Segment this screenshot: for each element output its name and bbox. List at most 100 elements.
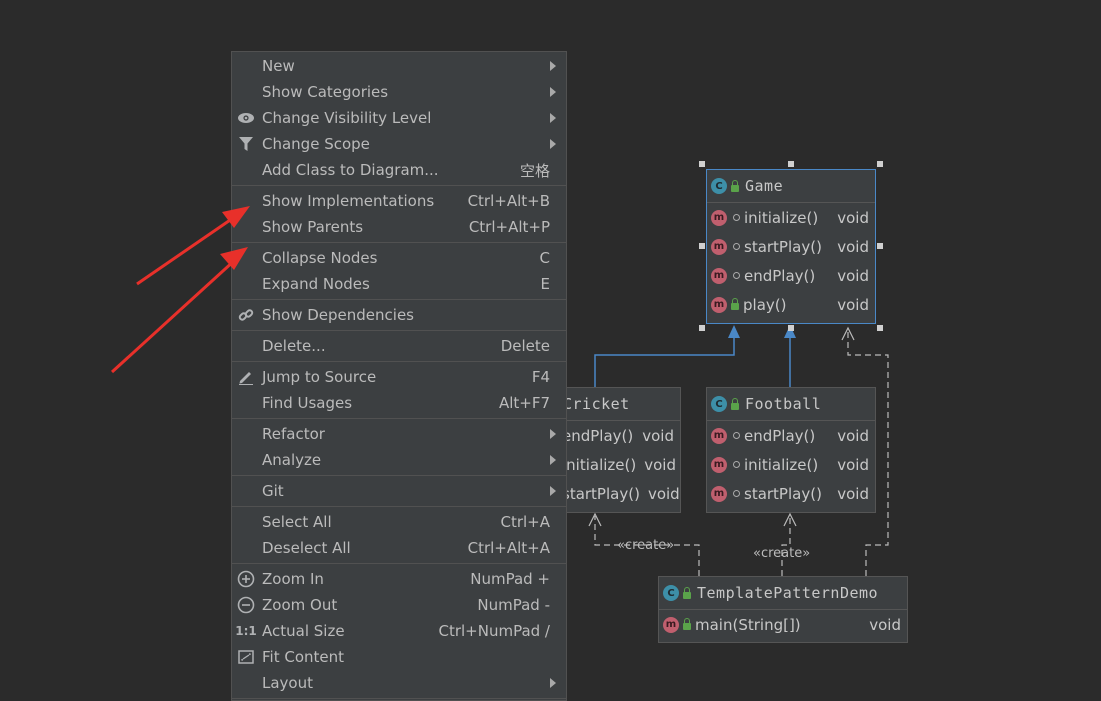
- method-name: initialize(): [562, 455, 637, 474]
- menu-item-change-scope[interactable]: Change Scope: [232, 131, 566, 157]
- method-name: main(String[]): [695, 615, 801, 634]
- resize-handle[interactable]: [788, 325, 794, 331]
- menu-separator: [232, 330, 566, 331]
- class-node-football[interactable]: C Football m endPlay() void m initialize…: [706, 387, 876, 513]
- method-type: void: [837, 426, 869, 445]
- menu-item-expand-nodes[interactable]: Expand Nodes E: [232, 271, 566, 297]
- method-type: void: [644, 455, 676, 474]
- menu-item-find-usages[interactable]: Find Usages Alt+F7: [232, 390, 566, 416]
- method-row[interactable]: m startPlay() void: [707, 479, 875, 508]
- menu-item-new[interactable]: New: [232, 53, 566, 79]
- menu-item-label: Show Parents: [262, 218, 364, 236]
- menu-item-add-class-to-diagram[interactable]: Add Class to Diagram... 空格: [232, 157, 566, 183]
- method-row[interactable]: m endPlay() void: [707, 261, 875, 290]
- class-name: Cricket: [563, 395, 630, 413]
- method-row[interactable]: m main(String[]) void: [659, 610, 907, 639]
- menu-separator: [232, 299, 566, 300]
- method-name: startPlay(): [562, 484, 640, 503]
- cricket-inheritance-line: [594, 337, 735, 387]
- menu-item-label: Show Dependencies: [262, 306, 414, 324]
- menu-item-show-implementations[interactable]: Show Implementations Ctrl+Alt+B: [232, 188, 566, 214]
- menu-item-label: Select All: [262, 513, 332, 531]
- menu-item-shortcut: Ctrl+Alt+P: [468, 218, 550, 236]
- menu-item-label: Refactor: [262, 425, 325, 443]
- menu-item-collapse-nodes[interactable]: Collapse Nodes C: [232, 245, 566, 271]
- class-node-game[interactable]: C Game m initialize() void m startPlay()…: [706, 169, 876, 324]
- menu-item-actual-size[interactable]: 1:1 Actual Size Ctrl+NumPad /: [232, 618, 566, 644]
- method-row[interactable]: m startPlay() void: [707, 232, 875, 261]
- class-icon: C: [663, 585, 679, 601]
- menu-item-label: Expand Nodes: [262, 275, 370, 293]
- package-visibility-icon: [733, 461, 740, 468]
- zoom-out-icon: [237, 596, 255, 614]
- menu-item-analyze[interactable]: Analyze: [232, 447, 566, 473]
- method-icon: m: [711, 456, 727, 473]
- menu-item-layout[interactable]: Layout: [232, 670, 566, 696]
- menu-separator: [232, 698, 566, 699]
- menu-item-label: Add Class to Diagram...: [262, 161, 439, 179]
- menu-item-change-visibility-level[interactable]: Change Visibility Level: [232, 105, 566, 131]
- submenu-arrow-icon: [550, 429, 556, 439]
- class-header: C Football: [707, 388, 875, 421]
- resize-handle[interactable]: [699, 243, 705, 249]
- resize-handle[interactable]: [877, 161, 883, 167]
- method-type: void: [837, 295, 869, 314]
- menu-item-label: Actual Size: [262, 622, 345, 640]
- menu-item-deselect-all[interactable]: Deselect All Ctrl+Alt+A: [232, 535, 566, 561]
- menu-item-label: Layout: [262, 674, 313, 692]
- filter-icon: [237, 135, 255, 153]
- menu-item-label: Git: [262, 482, 284, 500]
- package-visibility-icon: [733, 272, 740, 279]
- menu-item-show-dependencies[interactable]: Show Dependencies: [232, 302, 566, 328]
- menu-item-shortcut: NumPad +: [470, 570, 550, 588]
- class-header: C Game: [707, 170, 875, 203]
- demo-game-dependency-line: [847, 328, 889, 576]
- menu-item-shortcut: Ctrl+Alt+A: [467, 539, 550, 557]
- method-type: void: [869, 615, 901, 634]
- method-name: startPlay(): [744, 484, 822, 503]
- resize-handle[interactable]: [699, 161, 705, 167]
- method-name: play(): [743, 295, 787, 314]
- menu-separator: [232, 418, 566, 419]
- method-row[interactable]: m endPlay() void: [707, 421, 875, 450]
- method-name: initialize(): [744, 455, 819, 474]
- method-name: endPlay(): [744, 266, 816, 285]
- menu-item-select-all[interactable]: Select All Ctrl+A: [232, 509, 566, 535]
- resize-handle[interactable]: [699, 325, 705, 331]
- create-label: «create»: [617, 538, 675, 553]
- menu-item-delete[interactable]: Delete... Delete: [232, 333, 566, 359]
- menu-item-refactor[interactable]: Refactor: [232, 421, 566, 447]
- method-type: void: [642, 426, 674, 445]
- menu-item-fit-content[interactable]: Fit Content: [232, 644, 566, 670]
- demo-football-dependency-arrowhead: [783, 512, 797, 527]
- method-type: void: [647, 484, 680, 503]
- menu-separator: [232, 185, 566, 186]
- menu-item-jump-to-source[interactable]: Jump to Source F4: [232, 364, 566, 390]
- actual-size-icon: 1:1: [235, 624, 257, 638]
- public-lock-icon: [683, 618, 691, 630]
- resize-handle[interactable]: [788, 161, 794, 167]
- method-name: initialize(): [744, 208, 819, 227]
- menu-item-shortcut: Ctrl+A: [500, 513, 550, 531]
- method-type: void: [837, 455, 869, 474]
- menu-item-zoom-out[interactable]: Zoom Out NumPad -: [232, 592, 566, 618]
- demo-cricket-dependency-line: [594, 516, 700, 576]
- menu-item-zoom-in[interactable]: Zoom In NumPad +: [232, 566, 566, 592]
- method-row[interactable]: m initialize() void: [707, 203, 875, 232]
- submenu-arrow-icon: [550, 455, 556, 465]
- resize-handle[interactable]: [877, 325, 883, 331]
- class-header: C TemplatePatternDemo: [659, 577, 907, 610]
- method-name: endPlay(): [744, 426, 816, 445]
- resize-handle[interactable]: [877, 243, 883, 249]
- menu-item-git[interactable]: Git: [232, 478, 566, 504]
- method-icon: m: [711, 296, 727, 313]
- menu-item-label: Analyze: [262, 451, 322, 469]
- method-row[interactable]: m play() void: [707, 290, 875, 319]
- menu-item-show-parents[interactable]: Show Parents Ctrl+Alt+P: [232, 214, 566, 240]
- method-row[interactable]: m initialize() void: [707, 450, 875, 479]
- method-icon: m: [711, 209, 727, 226]
- public-lock-icon: [731, 298, 739, 310]
- class-node-template-pattern-demo[interactable]: C TemplatePatternDemo m main(String[]) v…: [658, 576, 908, 643]
- menu-item-show-categories[interactable]: Show Categories: [232, 79, 566, 105]
